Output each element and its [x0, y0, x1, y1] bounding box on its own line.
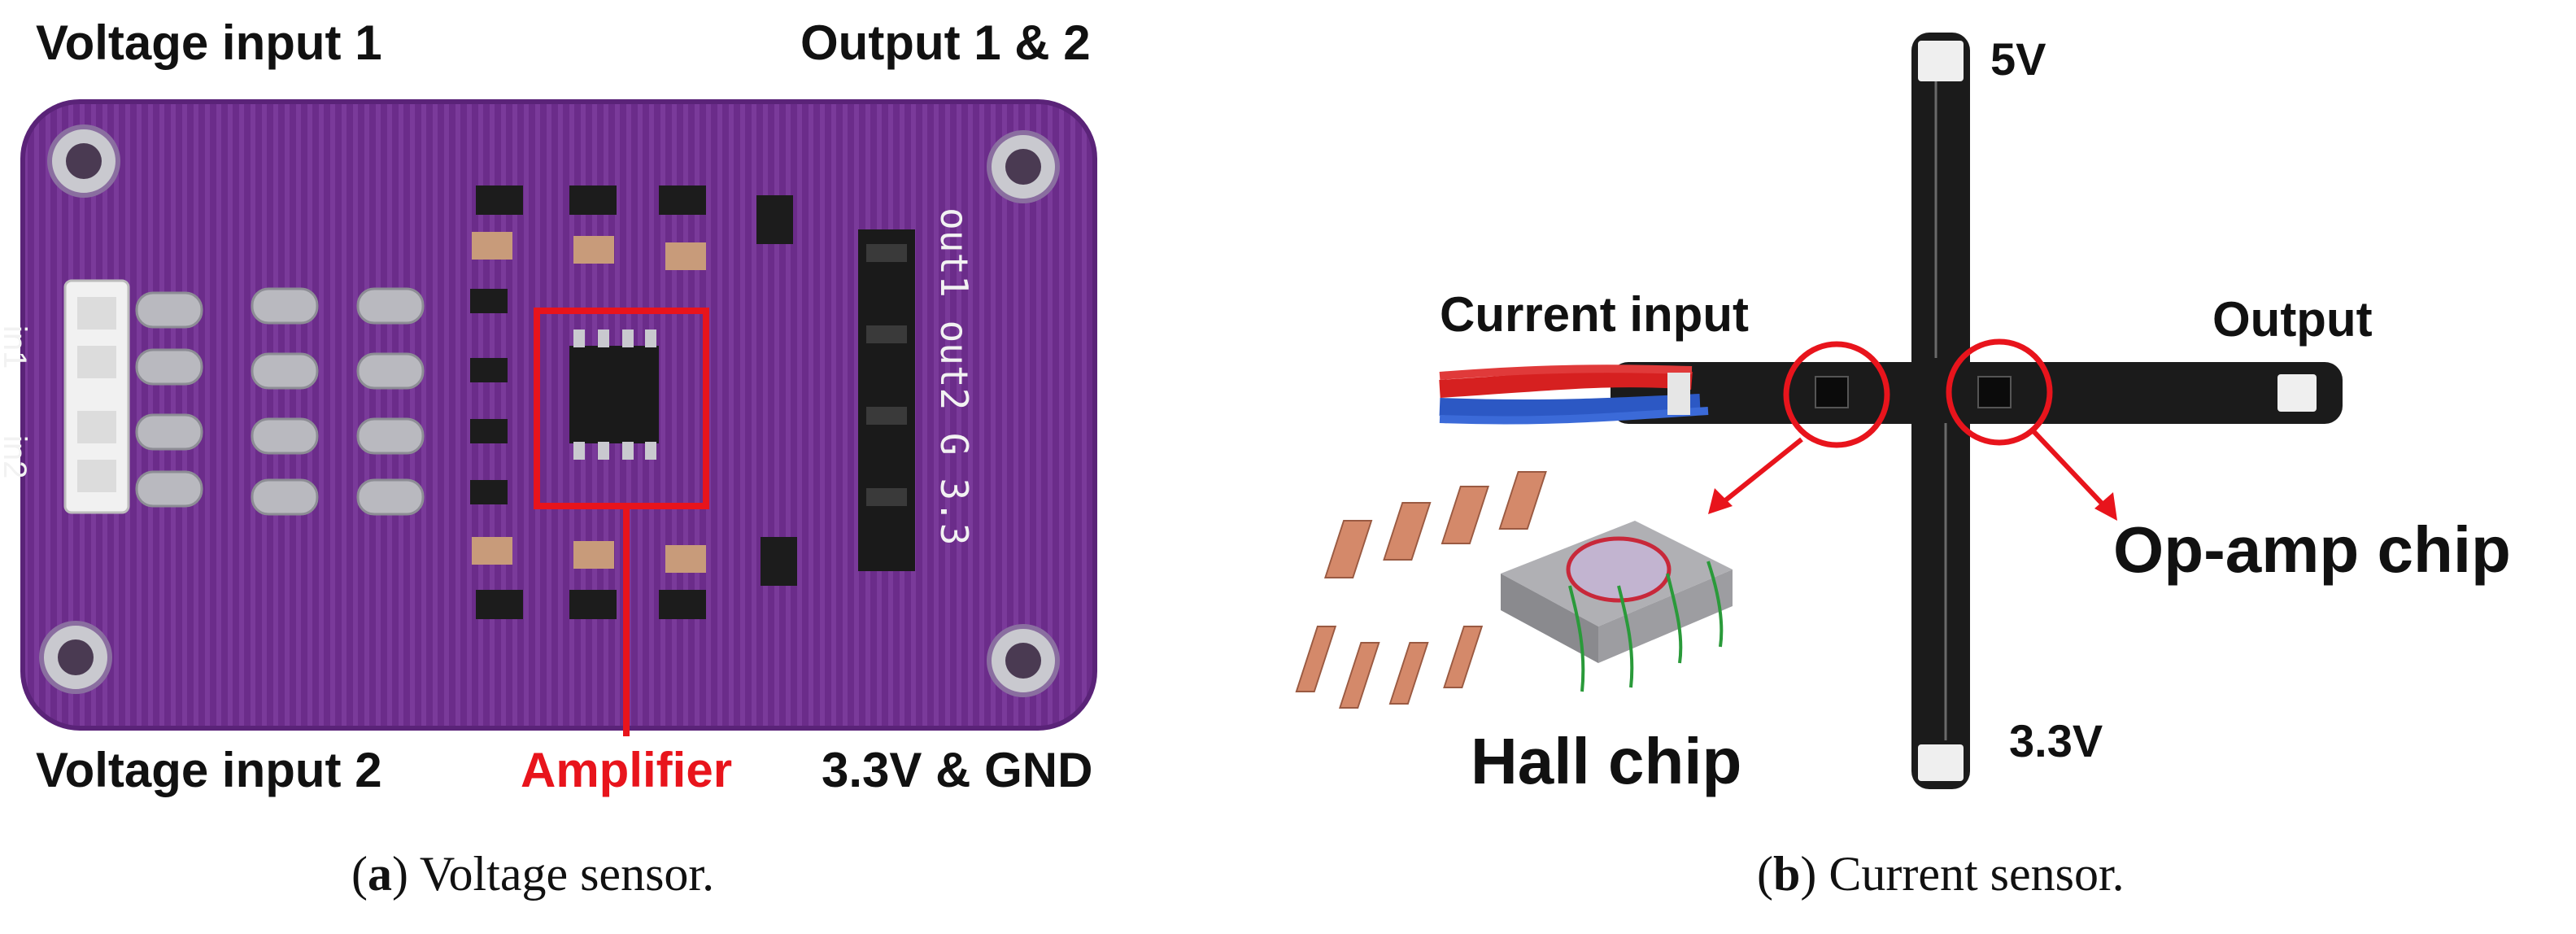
- label-voltage-input-1: Voltage input 1: [36, 15, 382, 70]
- label-current-input: Current input: [1440, 287, 1749, 342]
- hall-chip-highlight-circle: [1783, 341, 1890, 448]
- output-header: [858, 229, 915, 571]
- caption-a-text: Voltage sensor.: [408, 847, 715, 901]
- label-hall-chip: Hall chip: [1471, 725, 1742, 797]
- smd-components: [470, 185, 797, 619]
- amplifier-ic: [569, 330, 659, 460]
- voltage-sensor-photo: [20, 99, 1097, 731]
- mounting-hole: [47, 124, 120, 198]
- mounting-hole: [987, 624, 1060, 697]
- caption-b-letter: b: [1772, 847, 1801, 901]
- label-output-1-2: Output 1 & 2: [800, 15, 1091, 70]
- caption-b: (b) Current sensor.: [1757, 847, 2125, 901]
- current-sensor-photo: [1439, 33, 2343, 789]
- label-3v3-gnd: 3.3V & GND: [822, 743, 1093, 797]
- label-voltage-input-2: Voltage input 2: [36, 743, 382, 797]
- solder-pads: [135, 287, 425, 516]
- opamp-chip-highlight-circle: [1946, 338, 2053, 446]
- caption-a: (a) Voltage sensor.: [351, 847, 715, 901]
- hall-chip-illustration: [1295, 471, 1733, 709]
- label-output: Output: [2212, 292, 2373, 347]
- label-opamp-chip: Op-amp chip: [2113, 513, 2511, 586]
- opamp-chip-arrow: [2031, 429, 2117, 521]
- mounting-hole: [987, 130, 1060, 203]
- input-connector: [63, 279, 130, 514]
- hall-chip-arrow: [1708, 437, 1803, 514]
- silkscreen-in2: in2: [0, 435, 33, 479]
- silkscreen-out-row: out1 out2 G 3.3: [932, 207, 976, 546]
- silkscreen-in1: in1: [0, 325, 33, 369]
- opamp-chip-on-board: [1977, 376, 2012, 408]
- amplifier-highlight-box: [534, 308, 709, 509]
- label-amplifier: Amplifier: [521, 743, 733, 797]
- mounting-hole: [39, 621, 112, 694]
- label-3v3: 3.3V: [2009, 715, 2103, 766]
- caption-a-letter: a: [367, 847, 392, 901]
- hall-chip-on-board: [1815, 376, 1849, 408]
- label-5v: 5V: [1990, 33, 2046, 85]
- caption-b-text: Current sensor.: [1816, 847, 2125, 901]
